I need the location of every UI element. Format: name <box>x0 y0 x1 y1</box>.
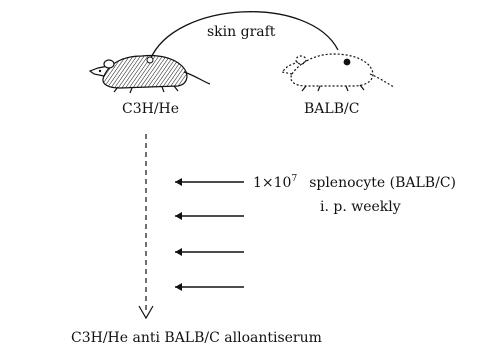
c3h-mouse-icon <box>90 55 210 93</box>
skin-graft-label: skin graft <box>207 24 276 40</box>
dose-label: 1×107 splenocyte (BALB/C) <box>253 174 456 191</box>
c3h-label: C3H/He <box>122 101 179 117</box>
balbc-label: BALB/C <box>304 101 359 117</box>
dose-prefix: 1×10 <box>253 175 291 191</box>
injection-arrow <box>175 212 244 220</box>
dose-text: splenocyte (BALB/C) <box>309 175 456 191</box>
result-label: C3H/He anti BALB/C alloantiserum <box>71 330 322 346</box>
route-label: i. p. weekly <box>320 199 401 215</box>
injection-arrow <box>175 178 244 186</box>
injection-arrow <box>175 248 244 256</box>
injection-arrow <box>175 283 244 291</box>
balbc-mouse-icon <box>282 54 394 91</box>
dose-exponent: 7 <box>291 174 297 184</box>
